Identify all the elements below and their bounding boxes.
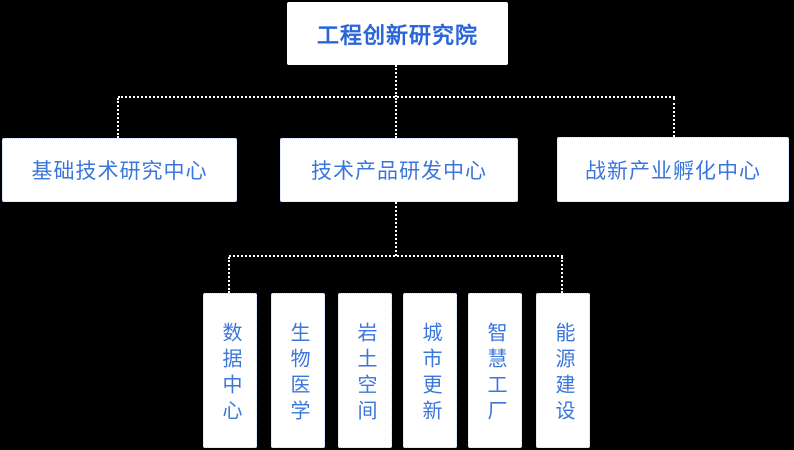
connector-drop-tech-product — [395, 98, 397, 138]
node-label: 岩土空间 — [354, 321, 376, 426]
node-biomedicine: 生物医学 — [271, 293, 325, 448]
node-geotechnical-space: 岩土空间 — [338, 293, 392, 448]
node-energy-construction: 能源建设 — [536, 293, 590, 448]
node-label: 基础技术研究中心 — [31, 160, 208, 183]
connector-drop-basic-tech — [117, 98, 119, 138]
connector-root-drop — [395, 65, 397, 97]
node-label: 智慧工厂 — [484, 321, 506, 426]
connector-drop-strategic-industry — [673, 98, 675, 137]
node-label: 工程创新研究院 — [316, 22, 478, 48]
node-label: 战新产业孵化中心 — [585, 159, 761, 183]
node-label: 数据中心 — [219, 321, 241, 426]
node-smart-factory: 智慧工厂 — [468, 293, 522, 448]
connector-level3-rail — [229, 255, 563, 257]
node-label: 生物医学 — [287, 321, 309, 426]
node-engineering-innovation-institute: 工程创新研究院 — [287, 2, 508, 65]
node-basic-technology-research-center: 基础技术研究中心 — [2, 138, 237, 202]
node-label: 能源建设 — [552, 321, 574, 426]
node-urban-renewal: 城市更新 — [403, 293, 457, 448]
node-strategic-industry-incubation-center: 战新产业孵化中心 — [557, 137, 789, 202]
node-tech-product-rd-center: 技术产品研发中心 — [280, 138, 518, 202]
connector-level2-rail — [118, 96, 675, 98]
connector-tech-product-drop — [395, 202, 397, 256]
node-label: 技术产品研发中心 — [311, 160, 487, 183]
node-label: 城市更新 — [419, 321, 441, 426]
node-data-center: 数据中心 — [203, 293, 257, 448]
connector-drop-energy-construction — [561, 257, 563, 293]
connector-drop-data-center — [228, 257, 230, 293]
